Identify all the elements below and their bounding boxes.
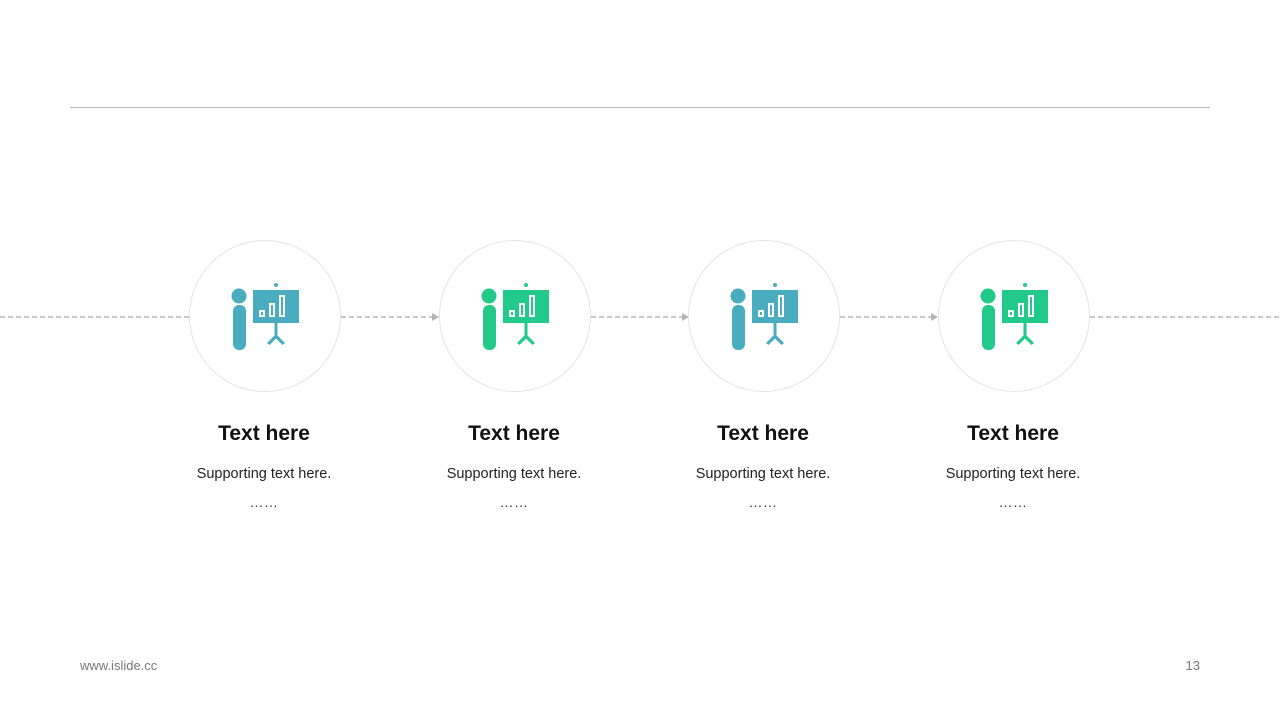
step-circle [938, 240, 1090, 392]
step-subtitle: Supporting text here. [695, 466, 831, 482]
presentation-icon [730, 283, 798, 350]
step-subtitle: Supporting text here. [446, 466, 582, 482]
presentation-icon [481, 283, 549, 350]
step-title: Text here [468, 422, 560, 445]
presentation-icon [980, 283, 1048, 350]
step-circle [439, 240, 591, 392]
page-number: 13 [1185, 658, 1200, 673]
step-circle [189, 240, 341, 392]
top-divider [70, 107, 1210, 108]
step-circle [688, 240, 840, 392]
step-ellipsis: …… [998, 494, 1028, 510]
step-ellipsis: …… [249, 494, 279, 510]
step-title: Text here [967, 422, 1059, 445]
arrow-head-icon [432, 313, 439, 321]
step-subtitle: Supporting text here. [945, 466, 1081, 482]
footer-url[interactable]: www.islide.cc [80, 658, 158, 673]
step-ellipsis: …… [499, 494, 529, 510]
step-ellipsis: …… [748, 494, 778, 510]
presentation-icon [231, 283, 299, 350]
step-subtitle: Supporting text here. [196, 466, 332, 482]
arrow-head-icon [682, 313, 689, 321]
step-title: Text here [717, 422, 809, 445]
step-title: Text here [218, 422, 310, 445]
arrow-head-icon [931, 313, 938, 321]
